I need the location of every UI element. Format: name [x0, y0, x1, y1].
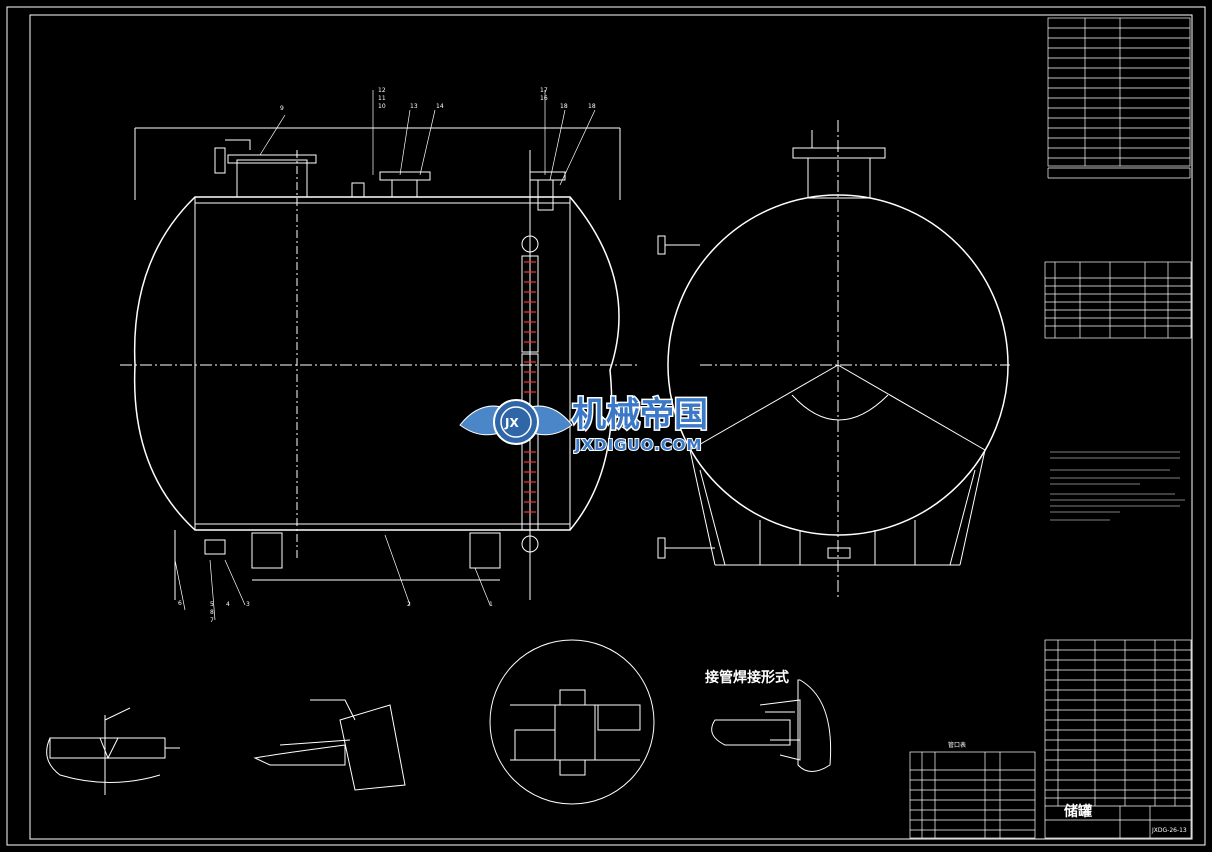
- design-parameter-table: [1047, 17, 1191, 179]
- detail-nozzle-weld: [711, 679, 832, 772]
- callout-10: 10: [378, 103, 386, 110]
- outer-frame: [6, 6, 1206, 846]
- callout-12: 12: [378, 87, 386, 94]
- callout-16: 16: [540, 95, 548, 102]
- nozzle-spec-table: [1044, 261, 1192, 339]
- bill-of-materials: [1044, 639, 1192, 839]
- callout-7: 7: [210, 617, 214, 624]
- detail-butt-weld: [46, 707, 180, 795]
- detail-flange-bolt: [489, 639, 655, 805]
- weld-form-title: 接管焊接形式: [705, 669, 789, 686]
- callout-1: 1: [489, 601, 493, 608]
- level-gauge-marks: [524, 261, 536, 513]
- watermark-cn-shadow: 机械帝国: [572, 395, 708, 435]
- callout-14: 14: [436, 103, 444, 110]
- callout-2: 2: [407, 601, 411, 608]
- callout-11: 11: [378, 95, 386, 102]
- watermark-en-shadow: JXDIGUO.COM: [574, 436, 702, 454]
- callout-3: 3: [246, 601, 250, 608]
- callout-6: 6: [178, 600, 182, 607]
- watermark-logo: JX 机械帝国 机械帝国 JXDIGUO.COM JXDIGUO.COM: [459, 394, 710, 455]
- drawing-number: JXDG-26-13: [1151, 827, 1187, 834]
- watermark-cn: 机械帝国: [572, 395, 708, 435]
- nozzle-table: [909, 751, 1036, 839]
- detail-fillet-weld: [253, 699, 406, 791]
- callout-18a: 18: [560, 103, 568, 110]
- logo-letters: JX: [504, 416, 519, 430]
- title-block-name: 储罐: [1063, 803, 1092, 820]
- callout-13: 13: [410, 103, 418, 110]
- nozzle-table-title: 管口表: [948, 741, 966, 749]
- callout-8: 8: [210, 609, 214, 616]
- front-view: [120, 127, 640, 600]
- watermark-en: JXDIGUO.COM: [574, 436, 702, 454]
- callout-9: 9: [280, 105, 284, 112]
- callout-17: 17: [540, 87, 548, 94]
- gear-wings-icon: [459, 399, 573, 445]
- callout-18b: 18: [588, 103, 596, 110]
- callout-5: 5: [210, 601, 214, 608]
- technical-requirements: [1050, 451, 1185, 521]
- callout-leaders: [174, 90, 596, 621]
- callout-4: 4: [226, 601, 230, 608]
- inner-frame: [29, 14, 1193, 840]
- side-view: [657, 120, 1010, 600]
